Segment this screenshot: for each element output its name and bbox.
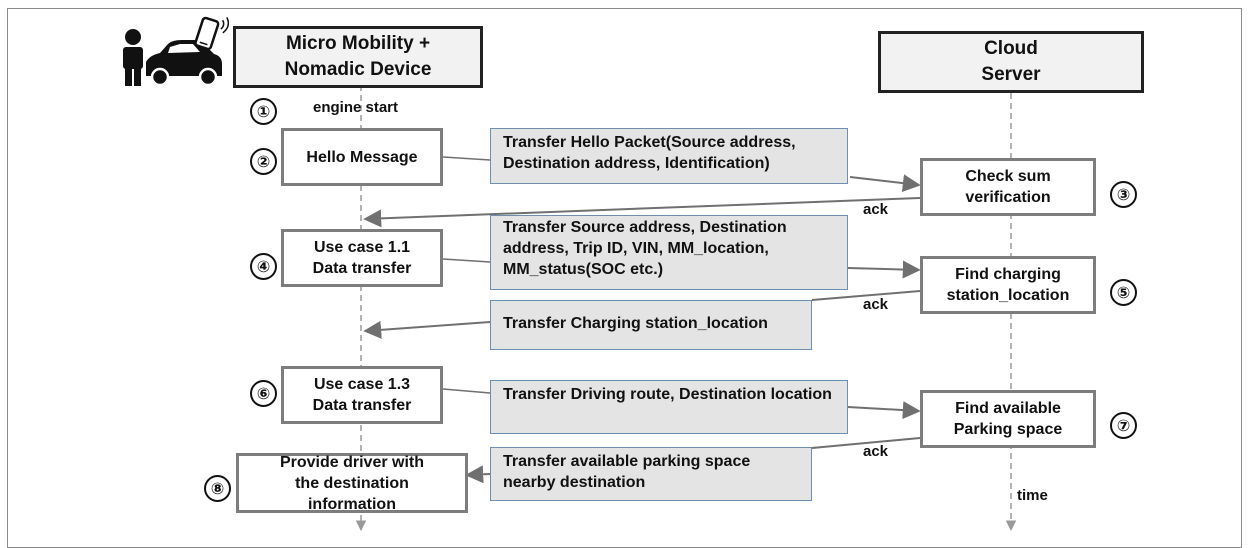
arrow-ack-parking bbox=[465, 437, 921, 484]
device-header: Micro Mobility + Nomadic Device bbox=[233, 26, 483, 88]
arrow-uc13-to-parking bbox=[442, 388, 921, 420]
ack-label-parking: ack bbox=[863, 443, 889, 460]
hello-message-box: Hello Message bbox=[281, 128, 443, 186]
parking-space-message: Transfer available parking space nearby … bbox=[490, 447, 812, 501]
use-case-1-1-box: Use case 1.1 Data transfer bbox=[281, 229, 443, 287]
parking-box: Find available Parking space bbox=[920, 390, 1096, 448]
step-5-marker: ⑤ bbox=[1110, 279, 1137, 306]
checksum-box: Check sum verification bbox=[920, 158, 1096, 216]
use-case-1-3-box: Use case 1.3 Data transfer bbox=[281, 366, 443, 424]
provide-driver-box: Provide driver with the destination info… bbox=[236, 453, 468, 513]
step-8-marker: ⑧ bbox=[204, 475, 231, 502]
step-7-marker: ⑦ bbox=[1110, 412, 1137, 439]
driving-route-message: Transfer Driving route, Destination loca… bbox=[490, 380, 848, 434]
arrow-ack-checksum bbox=[363, 197, 921, 228]
hello-packet-message: Transfer Hello Packet(Source address, De… bbox=[490, 128, 848, 184]
sequence-diagram bbox=[123, 16, 1017, 532]
charging-location-message: Transfer Charging station_location bbox=[490, 300, 812, 350]
step-4-marker: ④ bbox=[250, 253, 277, 280]
time-label: time bbox=[1017, 487, 1048, 504]
ack-label-charging: ack bbox=[863, 296, 889, 313]
ack-label-checksum: ack bbox=[863, 201, 889, 218]
driving-route-text: Transfer Driving route, Destination loca… bbox=[503, 386, 832, 403]
step-1-marker: ① bbox=[250, 98, 277, 125]
arrow-ack-charging bbox=[363, 290, 921, 339]
car-icon bbox=[146, 40, 222, 87]
charging-location-text: Transfer Charging station_location bbox=[503, 315, 768, 332]
server-header: Cloud Server bbox=[878, 31, 1144, 93]
smartphone-icon bbox=[194, 16, 230, 51]
parking-space-text: Transfer available parking space nearby … bbox=[503, 453, 751, 491]
arrow-hello-to-checksum bbox=[442, 156, 921, 193]
step-3-marker: ③ bbox=[1110, 181, 1137, 208]
arrow-uc11-to-charging bbox=[442, 258, 921, 279]
engine-start-label: engine start bbox=[313, 99, 399, 116]
source-info-message: Transfer Source address, Destination add… bbox=[490, 215, 848, 290]
step-6-marker: ⑥ bbox=[250, 380, 277, 407]
hello-packet-text: Transfer Hello Packet(Source address, De… bbox=[503, 134, 796, 172]
charging-box: Find charging station_location bbox=[920, 256, 1096, 314]
person-icon bbox=[123, 29, 143, 86]
source-info-text: Transfer Source address, Destination add… bbox=[503, 219, 787, 278]
step-2-marker: ② bbox=[250, 148, 277, 175]
